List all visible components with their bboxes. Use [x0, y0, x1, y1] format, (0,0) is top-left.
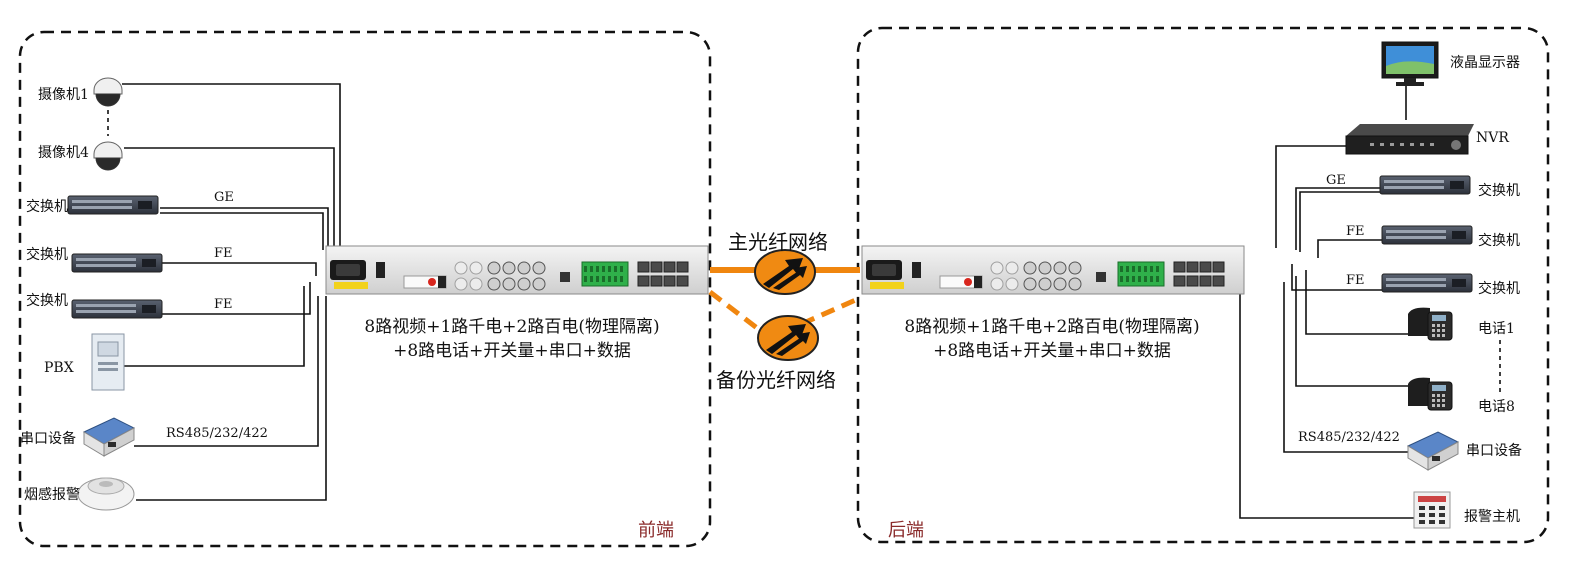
phone-1-label: 电话1 [1478, 321, 1515, 337]
front-ge-link-label: GE [214, 190, 234, 205]
backup-fiber-network-label: 备份光纤网络 [716, 368, 836, 392]
back-wiring [1239, 86, 1501, 519]
phone-1-icon [1407, 307, 1453, 341]
back-switch-2-label: 交换机 [1478, 233, 1520, 249]
lcd-monitor-label: 液晶显示器 [1450, 55, 1520, 71]
main-fiber-arrow-icon [754, 249, 816, 295]
front-zone-label: 前端 [638, 520, 674, 541]
phone-8-icon [1407, 377, 1453, 411]
back-terminal-caption-line1: 8路视频+1路千电+2路百电(物理隔离) [904, 317, 1200, 337]
back-zone-label: 后端 [888, 520, 924, 541]
alarm-host-icon [1413, 491, 1451, 529]
front-wiring [107, 83, 341, 501]
phone-8-label: 电话8 [1478, 399, 1515, 415]
camera-1-icon [93, 77, 123, 107]
back-switch-3-label: 交换机 [1478, 281, 1520, 297]
back-fiber-terminal [861, 245, 1245, 295]
pbx-cabinet-icon [91, 333, 125, 391]
back-fe-link-1-label: FE [1346, 224, 1365, 239]
alarm-host-label: 报警主机 [1464, 509, 1520, 525]
back-rs-link-label: RS485/232/422 [1298, 430, 1400, 445]
nvr-label: NVR [1476, 130, 1509, 146]
back-zone-box [856, 26, 1550, 544]
front-rs-link-label: RS485/232/422 [166, 426, 268, 441]
camera-4-label: 摄像机4 [38, 145, 89, 161]
back-ge-link-label: GE [1326, 173, 1346, 188]
front-fiber-terminal [325, 245, 709, 295]
front-terminal-caption-line1: 8路视频+1路千电+2路百电(物理隔离) [364, 317, 660, 337]
back-switch-1-label: 交换机 [1478, 183, 1520, 199]
front-switch-3-label: 交换机 [26, 293, 68, 309]
lcd-monitor-icon [1381, 41, 1439, 86]
pbx-label: PBX [44, 360, 74, 376]
back-switch-1-icon [1379, 175, 1471, 195]
front-fe-link-2-label: FE [214, 297, 233, 312]
front-serial-label: 串口设备 [20, 431, 76, 447]
smoke-detector-icon [77, 477, 135, 511]
main-fiber-network-label: 主光纤网络 [728, 230, 828, 254]
camera-1-label: 摄像机1 [38, 87, 89, 103]
smoke-alarm-label: 烟感报警 [24, 487, 80, 503]
front-serial-device-icon [83, 417, 135, 457]
back-fe-link-2-label: FE [1346, 273, 1365, 288]
front-switch-1-label: 交换机 [26, 199, 68, 215]
front-switch-1-icon [67, 195, 159, 215]
back-terminal-caption-line2: +8路电话+开关量+串口+数据 [933, 341, 1171, 361]
front-switch-2-label: 交换机 [26, 247, 68, 263]
back-serial-device-icon [1407, 431, 1459, 471]
front-terminal-caption-line2: +8路电话+开关量+串口+数据 [393, 341, 631, 361]
back-serial-label: 串口设备 [1466, 443, 1522, 459]
front-fe-link-1-label: FE [214, 246, 233, 261]
nvr-recorder-icon [1345, 124, 1474, 155]
camera-4-icon [93, 141, 123, 171]
front-zone-box [18, 30, 712, 548]
backup-fiber-arrow-icon [757, 315, 819, 361]
front-switch-3-icon [71, 299, 163, 319]
front-switch-2-icon [71, 253, 163, 273]
back-switch-2-icon [1381, 225, 1473, 245]
back-switch-3-icon [1381, 273, 1473, 293]
